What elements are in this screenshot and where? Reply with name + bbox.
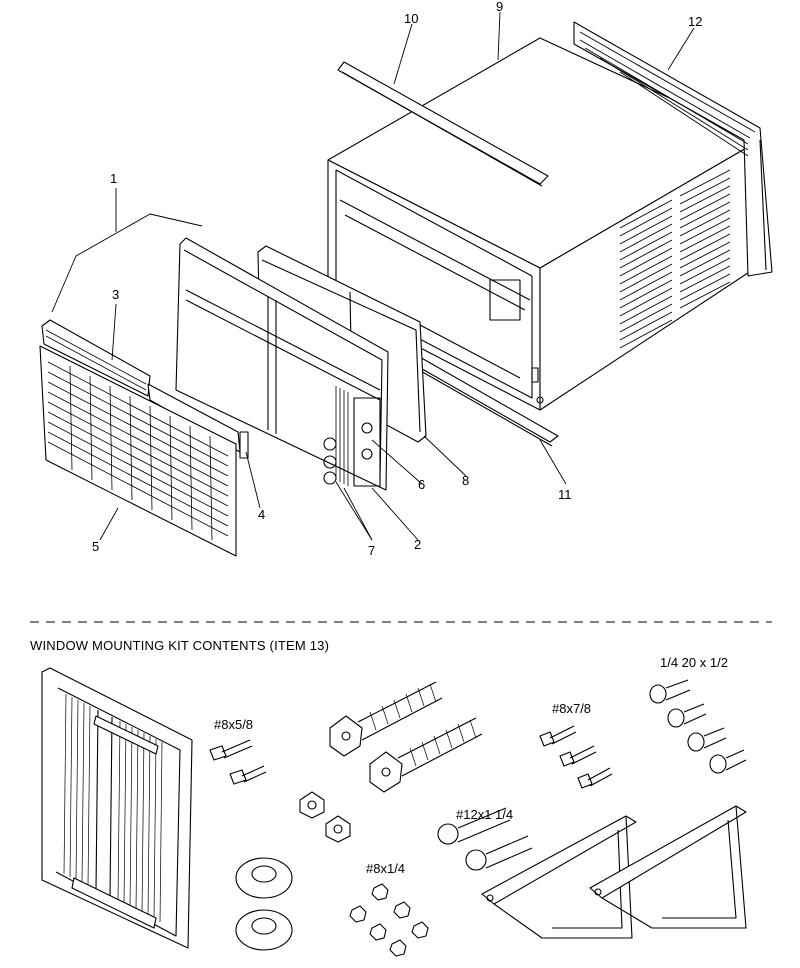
callout-5: 5 — [92, 539, 100, 554]
callout-6: 6 — [418, 477, 426, 492]
callout-7: 7 — [368, 543, 376, 558]
callout-10: 10 — [404, 11, 419, 26]
screws-8x5-8 — [209, 739, 267, 785]
label-1-4-20x1-2: 1/4 20 x 1/2 — [660, 655, 728, 670]
kit-heading: WINDOW MOUNTING KIT CONTENTS (ITEM 13) — [30, 638, 330, 653]
label-8x5-8: #8x5/8 — [214, 717, 254, 732]
hex-nuts — [299, 791, 351, 843]
screws-8x1-4 — [349, 883, 429, 957]
support-brackets — [481, 805, 747, 939]
callout-1: 1 — [110, 171, 118, 186]
label-8x7-8: #8x7/8 — [552, 701, 592, 716]
callout-11: 11 — [558, 487, 572, 502]
large-bolts — [329, 681, 483, 793]
screws-12x1-1-4 — [437, 807, 533, 871]
callout-8: 8 — [462, 473, 470, 488]
top-rail — [337, 61, 549, 187]
label-12x1-1-4: #12x1 1/4 — [456, 807, 514, 822]
foam-washers — [235, 857, 293, 951]
callout-2: 2 — [414, 537, 422, 552]
screws-1-4-20x1-2 — [649, 679, 747, 774]
front-frame — [175, 237, 389, 491]
callout-3: 3 — [112, 287, 120, 302]
callout-4: 4 — [258, 507, 266, 522]
callout-12: 12 — [688, 14, 703, 29]
label-8x1-4: #8x1/4 — [366, 861, 406, 876]
front-grille — [39, 345, 249, 557]
rear-grille — [573, 21, 773, 277]
leader-lines — [51, 11, 695, 541]
side-curtain-panel — [41, 667, 193, 949]
screws-8x7-8 — [539, 725, 613, 789]
callout-9: 9 — [496, 0, 504, 14]
cabinet — [327, 37, 761, 411]
